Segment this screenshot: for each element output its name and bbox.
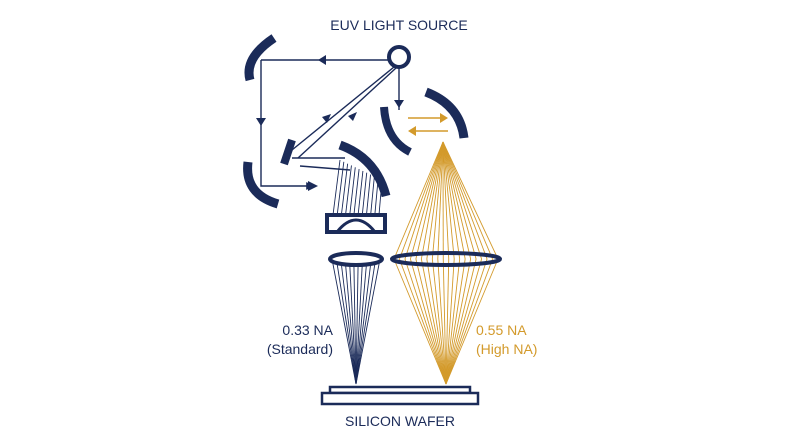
high-na-ray [399,258,447,385]
wafer-base [320,391,480,406]
high-na-ray [393,141,444,260]
beam-source-to-fold-mirror [291,66,395,151]
high-na-name: (High NA) [476,341,537,357]
standard-projection-rays [331,159,383,385]
high-na-ray [404,141,444,260]
high-na-ray [445,258,455,385]
standard-ray [355,258,372,385]
high-na-ray [445,258,450,385]
standard-ray [366,174,371,216]
mirror-lower-left [243,161,280,209]
silicon-wafer-label: SILICON WAFER [345,413,455,429]
high-na-ray [442,141,450,260]
high-na-ray [426,258,447,385]
standard-ray [370,176,375,216]
mirror-right-outer [424,87,469,139]
illumination-arrows [256,55,404,191]
standard-ray [355,258,359,385]
high-na-ray [442,141,477,260]
standard-ray [344,258,357,385]
high-na-lens [390,251,502,267]
high-na-ray [445,258,493,385]
mirror-right-inner [380,106,412,156]
standard-ray [353,258,357,385]
standard-ray [332,159,341,216]
standard-ray [340,163,349,216]
high-na-ray [399,141,444,260]
high-na-ray [442,141,483,260]
high-na-ray [426,141,444,260]
high-na-ray [442,141,455,260]
mirror-upper-left [244,34,277,82]
reticle-box [325,213,387,234]
high-na-feed-arrows [408,117,448,132]
high-na-ray [442,141,466,260]
standard-ray [355,258,363,385]
high-na-ray [445,258,477,385]
standard-ray [349,258,357,385]
standard-ray [361,172,368,216]
high-na-ray [431,258,447,385]
high-na-ray [445,258,499,385]
standard-ray [374,178,379,216]
standard-ray [336,161,345,216]
high-na-ray [442,141,499,260]
standard-na-value: 0.33 NA [282,322,333,338]
high-na-ray [445,258,466,385]
standard-ray [335,258,357,385]
silicon-wafer-stage [320,385,480,406]
illumination-beam-paths [260,59,400,190]
high-na-ray [437,141,444,260]
high-na-ray [445,258,461,385]
standard-ray [340,258,357,385]
high-na-ray [445,258,472,385]
high-na-ray [420,258,447,385]
euv-light-source [387,45,411,69]
high-na-ray [445,258,488,385]
high-na-ray [409,258,447,385]
dome-lens [335,218,377,233]
mirror-fold [280,138,296,166]
high-na-ray [415,258,447,385]
standard-na-name: (Standard) [267,341,333,357]
high-na-ray [442,258,447,385]
high-na-ray [404,258,447,385]
high-na-ray [393,258,447,385]
standard-ray [349,167,356,216]
standard-ray [355,258,377,385]
high-na-ray [442,141,488,260]
light-source-label: EUV LIGHT SOURCE [330,17,467,33]
high-na-ray [445,258,483,385]
high-na-ray [442,141,493,260]
high-na-ray [409,141,444,260]
beam-source-to-fold-mirror-b [297,67,397,159]
standard-ray [345,165,352,216]
standard-ray [357,170,364,216]
high-na-projection-rays [393,141,499,385]
high-na-ray [431,141,444,260]
standard-ray [331,258,357,385]
standard-lens [328,251,384,267]
illumination-mirrors [243,34,469,209]
high-na-ray [420,141,444,260]
high-na-ray [437,258,447,385]
projection-optics [325,213,502,267]
high-na-ray [442,141,472,260]
standard-ray [378,179,383,216]
standard-ray [353,169,360,216]
standard-ray [355,258,381,385]
beam-mirror-1-to-mirror-2 [260,60,316,190]
beam-fold-to-collector-b [299,165,351,171]
high-na-ray [442,141,461,260]
high-na-ray [415,141,444,260]
high-na-value: 0.55 NA [476,322,527,338]
mirror-collector [338,140,391,198]
high-na-arrowheads [408,113,448,136]
standard-ray [355,258,368,385]
